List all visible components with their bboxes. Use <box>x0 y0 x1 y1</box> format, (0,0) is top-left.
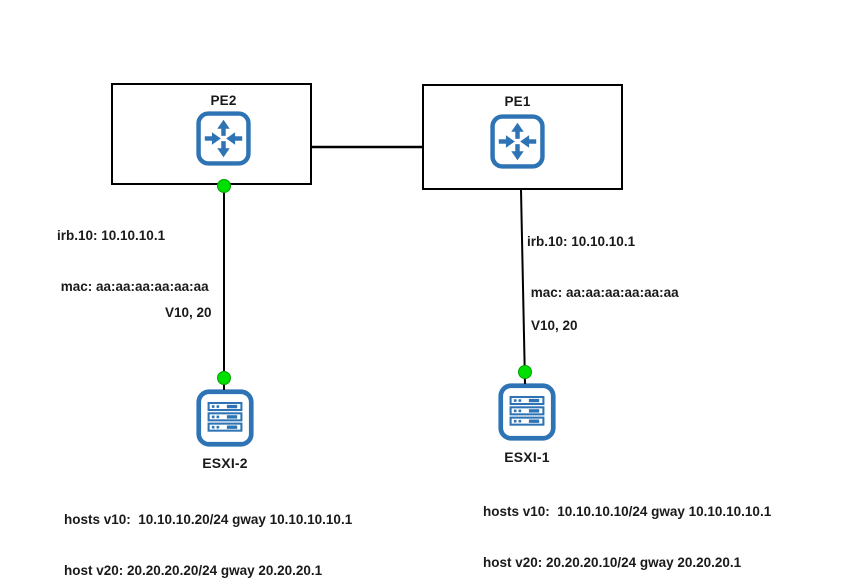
esxi1-hosts-annotation: hosts v10: 10.10.10.10/24 gway 10.10.10.… <box>483 469 771 581</box>
pe2-mac-line: mac: aa:aa:aa:aa:aa:aa <box>57 279 209 294</box>
server-icon <box>196 389 254 447</box>
node-esxi1-label: ESXI-1 <box>504 449 550 465</box>
esxi1-hosts-line1: hosts v10: 10.10.10.10/24 gway 10.10.10.… <box>483 504 772 519</box>
router-icon <box>490 114 545 169</box>
pe1-mac-line: mac: aa:aa:aa:aa:aa:aa <box>527 285 679 300</box>
esxi1-hosts-line2: host v20: 20.20.20.10/24 gway 20.20.20.1 <box>483 555 742 570</box>
node-esxi2: ESXI-2 <box>180 388 270 471</box>
link-pe1-esxi1 <box>520 189 526 385</box>
port-up-dot-esxi2 <box>217 371 231 385</box>
vlan-label-pe2-esxi2: V10, 20 <box>165 305 212 320</box>
esxi2-hosts-annotation: hosts v10: 10.10.10.20/24 gway 10.10.10.… <box>64 477 352 581</box>
node-pe2: PE2 <box>111 83 312 185</box>
esxi2-hosts-line1: hosts v10: 10.10.10.20/24 gway 10.10.10.… <box>64 512 353 527</box>
server-icon <box>498 383 556 441</box>
node-pe1-label: PE1 <box>504 94 531 109</box>
node-esxi1: ESXI-1 <box>482 382 572 465</box>
router-icon <box>196 111 251 166</box>
esxi2-hosts-line2: host v20: 20.20.20.20/24 gway 20.20.20.1 <box>64 563 323 578</box>
pe2-irb-line1: irb.10: 10.10.10.1 <box>57 228 166 243</box>
pe2-irb-annotation: irb.10: 10.10.10.1 mac: aa:aa:aa:aa:aa:a… <box>57 193 209 329</box>
pe1-irb-annotation: irb.10: 10.10.10.1 mac: aa:aa:aa:aa:aa:a… <box>527 199 679 335</box>
node-pe1: PE1 <box>422 84 623 190</box>
pe1-irb-line1: irb.10: 10.10.10.1 <box>527 234 636 249</box>
vlan-label-pe1-esxi1: V10, 20 <box>531 318 578 333</box>
port-up-dot-esxi1 <box>518 365 532 379</box>
node-esxi2-label: ESXI-2 <box>202 455 248 471</box>
node-pe2-label: PE2 <box>210 93 237 108</box>
